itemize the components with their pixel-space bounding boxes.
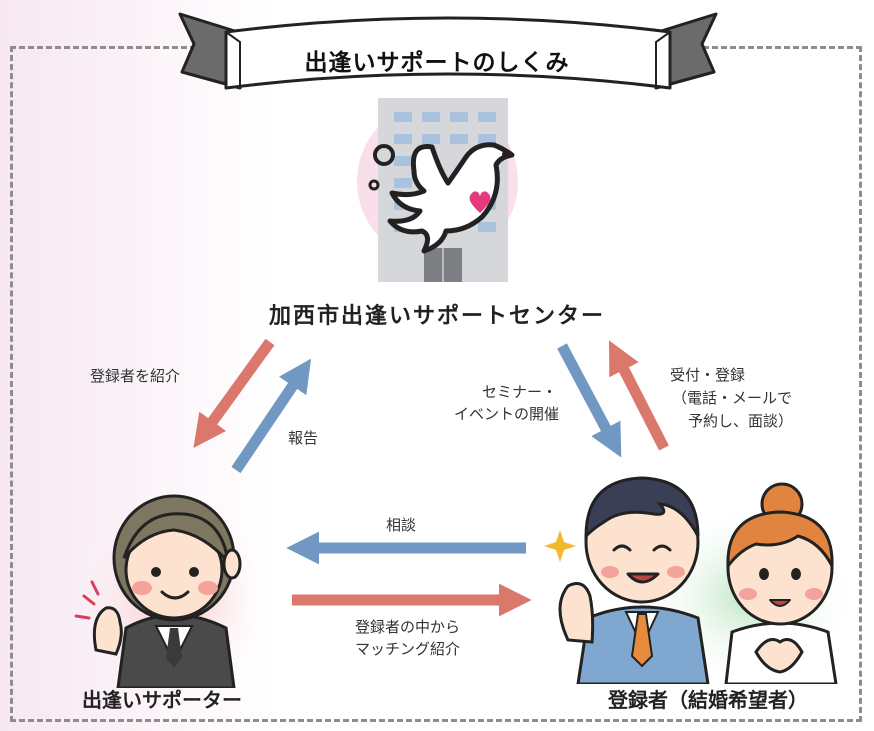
registrant-label: 登録者（結婚希望者） bbox=[608, 688, 808, 712]
label-events-1: セミナー・ bbox=[482, 383, 558, 401]
diagram-title: 出逢いサポートのしくみ bbox=[304, 50, 570, 76]
label-consult: 相談 bbox=[386, 516, 417, 534]
label-matching-1: 登録者の中から bbox=[355, 618, 461, 636]
arrow-center-to-supporter bbox=[193, 338, 275, 449]
title-ribbon bbox=[178, 12, 718, 90]
registrant-illustration bbox=[544, 476, 860, 684]
label-introduce-registrant: 登録者を紹介 bbox=[90, 367, 181, 385]
label-matching-2: マッチング紹介 bbox=[355, 640, 461, 658]
label-reception-1: 受付・登録 bbox=[670, 366, 746, 384]
label-reception-2: （電話・メールで bbox=[672, 389, 793, 407]
label-report: 報告 bbox=[288, 429, 319, 447]
dove-logo bbox=[368, 142, 515, 254]
label-reception-3: 予約し、面談） bbox=[688, 412, 794, 430]
label-events-2: イベントの開催 bbox=[454, 405, 560, 423]
arrow-registrant-to-center bbox=[608, 340, 669, 451]
center-label: 加西市出逢いサポートセンター bbox=[268, 304, 605, 329]
arrow-supporter-to-center bbox=[231, 358, 312, 474]
supporter-label: 出逢いサポーター bbox=[82, 688, 242, 712]
supporter-illustration bbox=[72, 486, 276, 688]
arrow-center-to-registrant bbox=[557, 343, 622, 458]
